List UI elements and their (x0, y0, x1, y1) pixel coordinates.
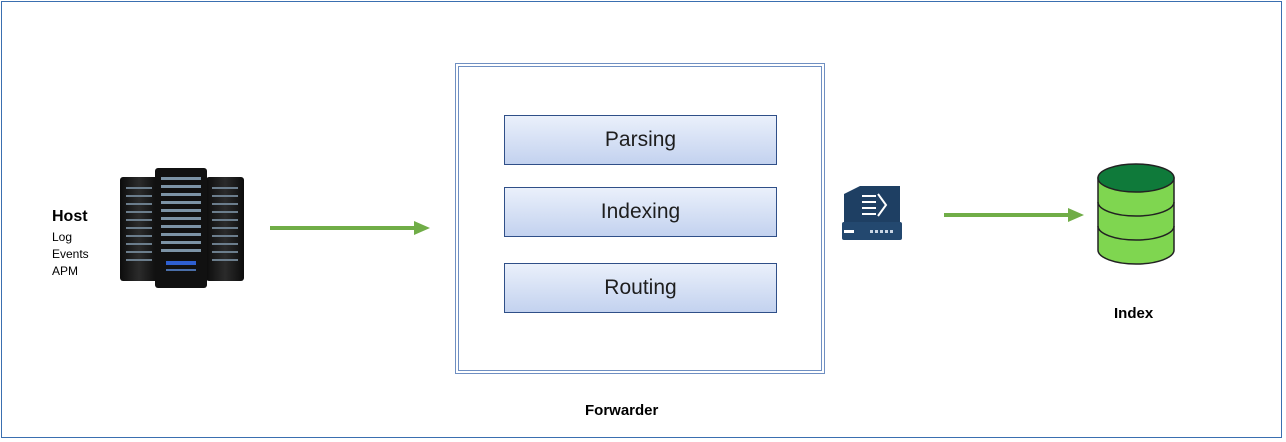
router-appliance-icon (842, 186, 902, 240)
stage-indexing: Indexing (504, 187, 777, 237)
forwarder-label: Forwarder (585, 402, 659, 419)
forwarder-container (455, 63, 825, 374)
stage-parsing: Parsing (504, 115, 777, 165)
index-label: Index (1114, 305, 1154, 322)
host-title: Host (52, 208, 88, 225)
server-rack-icon (120, 168, 244, 288)
arrow-forwarder-to-index (944, 208, 1084, 222)
host-item-apm: APM (52, 264, 79, 278)
host-item-events: Events (52, 247, 89, 261)
arrow-host-to-forwarder (270, 221, 430, 235)
database-icon (1097, 163, 1175, 265)
host-item-log: Log (52, 230, 73, 244)
stage-routing: Routing (504, 263, 777, 313)
